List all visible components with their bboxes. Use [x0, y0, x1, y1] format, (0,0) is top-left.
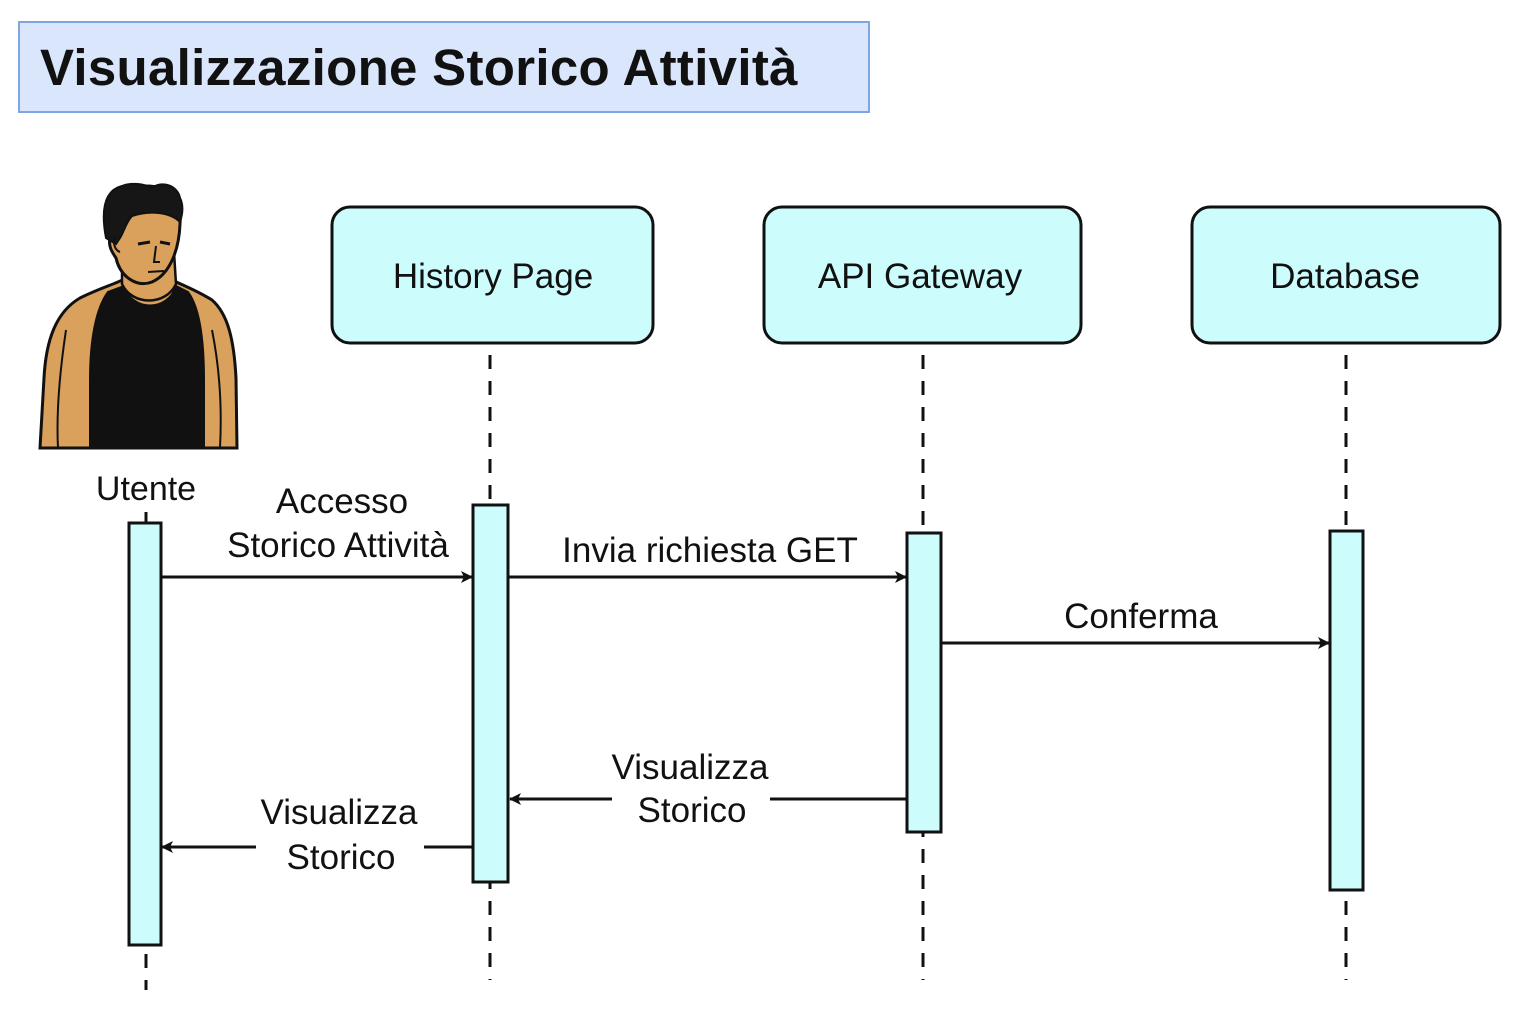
actor-tank-top: [89, 284, 205, 449]
participant-api-gateway: API Gateway: [762, 205, 1083, 345]
user-actor-icon: [38, 182, 239, 450]
message-label: Visualizza: [261, 793, 418, 832]
activation-bar-api-gateway: [905, 531, 943, 834]
participant-label: History Page: [393, 257, 593, 296]
actor-label: Utente: [96, 470, 196, 508]
participant-history-page: History Page: [330, 205, 655, 345]
participant-box: [330, 205, 655, 345]
message-label: Accesso: [276, 482, 408, 521]
participant-database: Database: [1190, 205, 1502, 345]
activation-bar-utente: [127, 521, 163, 947]
message-label: Invia richiesta GET: [562, 531, 858, 570]
participant-box: [1190, 205, 1502, 345]
message-label: Conferma: [1064, 597, 1218, 636]
participant-box: [762, 205, 1083, 345]
message-label: Storico: [638, 791, 747, 830]
activation-bar-database: [1328, 529, 1365, 892]
message-label: Storico Attività: [227, 526, 449, 565]
actor-hair: [102, 182, 184, 246]
activation-bar-history-page: [471, 503, 510, 884]
diagram-title: Visualizzazione Storico Attività: [40, 38, 798, 96]
participant-label: Database: [1270, 257, 1420, 296]
diagram-title-box: Visualizzazione Storico Attività: [18, 21, 870, 113]
message-label: Visualizza: [612, 748, 769, 787]
participant-label: API Gateway: [818, 257, 1023, 296]
message-label: Storico: [287, 838, 396, 877]
